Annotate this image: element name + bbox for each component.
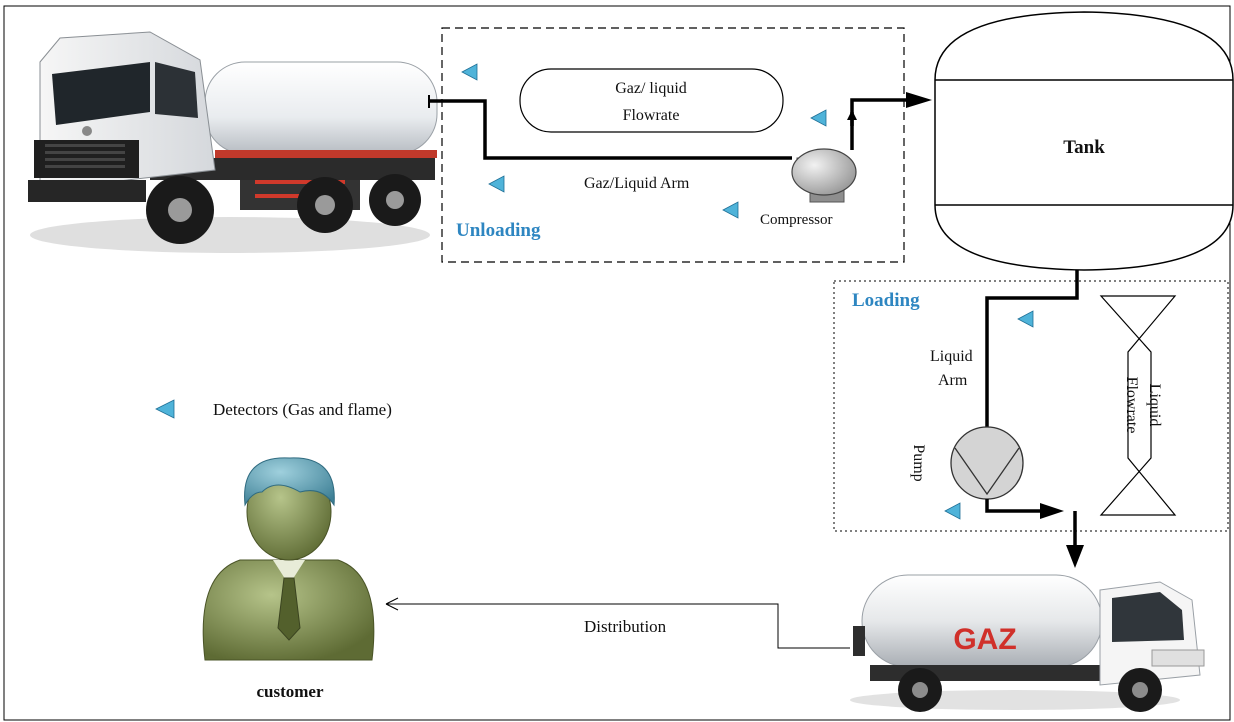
detectors-legend-label: Detectors (Gas and flame) [213,400,392,419]
pump-label: Pump [910,444,927,481]
liquid-flowrate-line1: Liquid [1146,384,1163,427]
gas-liquid-arm-pipe [429,99,792,160]
liquid-arm-pipe [985,270,1079,440]
to-tank-arrowhead [906,92,932,108]
unloading-label: Unloading [456,220,541,241]
detector-icon [461,63,478,81]
gaz-truck-image [850,574,1205,712]
gas-liquid-flowrate-meter [519,68,784,133]
tanker-truck-image [28,31,438,253]
distribution-line [386,603,850,649]
compressor-to-tank-pipe [850,98,920,126]
compressor-label: Compressor [760,212,833,228]
detector-icon [944,502,961,520]
loading-box [833,280,1229,532]
detector-icon [722,201,739,219]
distribution-arrowhead [385,597,399,611]
gas-liquid-arm-label: Gaz/Liquid Arm [584,175,690,192]
pump-outlet-arrowhead [1040,503,1064,519]
pump-outlet-pipe [985,499,1045,513]
liquid-flowrate-meter [1099,295,1177,516]
customer-label: customer [256,682,323,701]
liquid-arm-label-line2: Arm [938,372,968,389]
loading-label: Loading [852,290,920,311]
customer-icon [202,457,375,661]
to-truck-arrowhead [1066,545,1084,568]
gas-liquid-flowrate-line2: Flowrate [623,107,680,124]
outer-frame [3,5,1231,721]
liquid-flowrate-line2: Flowrate [1123,377,1140,434]
unloading-box [441,27,905,263]
detector-icon [488,175,505,193]
gas-liquid-flowrate-line1: Gaz/ liquid [615,80,687,97]
liquid-arm-label-line1: Liquid [930,348,973,365]
tank-label: Tank [1063,137,1105,158]
distribution-label: Distribution [584,617,667,636]
detector-legend-icon [155,399,175,419]
compressor-icon [791,148,857,203]
gaz-truck-brand: GAZ [953,623,1016,656]
detector-icon [1017,310,1034,328]
detector-icon [810,109,827,127]
pump-icon [950,426,1024,500]
storage-tank [934,11,1234,271]
